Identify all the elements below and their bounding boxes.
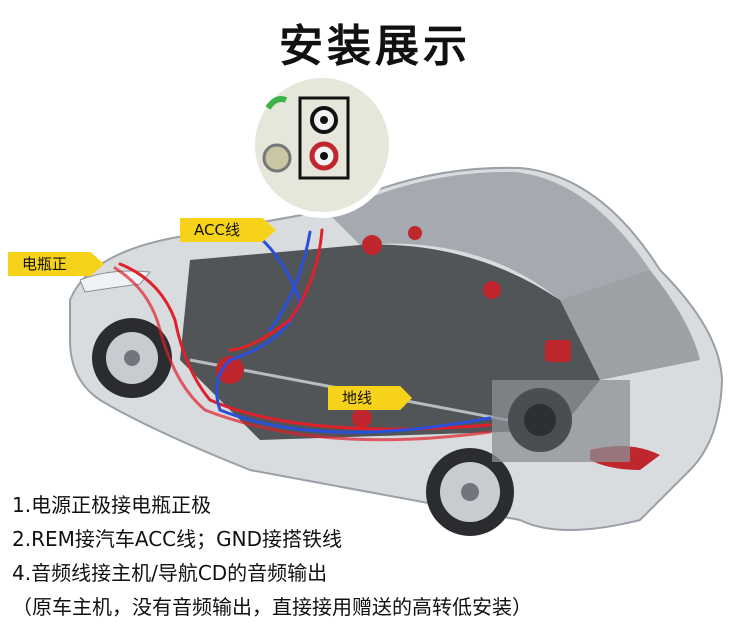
battery-positive-callout: 电瓶正极 bbox=[8, 252, 104, 276]
note-power: 1.电源正极接电瓶正极 bbox=[12, 493, 212, 517]
note-audio: 4.音频线接主机/导航CD的音频输出 bbox=[12, 561, 328, 585]
wiring bbox=[113, 228, 492, 442]
speakers bbox=[216, 226, 571, 428]
acc-wire-callout: ACC线 bbox=[180, 218, 276, 242]
front-wheel bbox=[92, 318, 172, 398]
note-rem-gnd: 2.REM接汽车ACC线；GND接搭铁线 bbox=[12, 527, 342, 551]
subwoofer-box bbox=[492, 380, 630, 462]
page-title: 安装展示 bbox=[279, 21, 471, 72]
rear-wheel bbox=[426, 448, 514, 536]
note-factory-head-unit: （原车主机，没有音频输出，直接接用赠送的高转低安装） bbox=[12, 595, 532, 619]
ground-wire-callout: 地线 bbox=[328, 386, 412, 410]
rca-jack-zoom bbox=[249, 72, 395, 218]
installation-notes: 1.电源正极接电瓶正极 2.REM接汽车ACC线；GND接搭铁线 4.音频线接主… bbox=[12, 488, 742, 624]
